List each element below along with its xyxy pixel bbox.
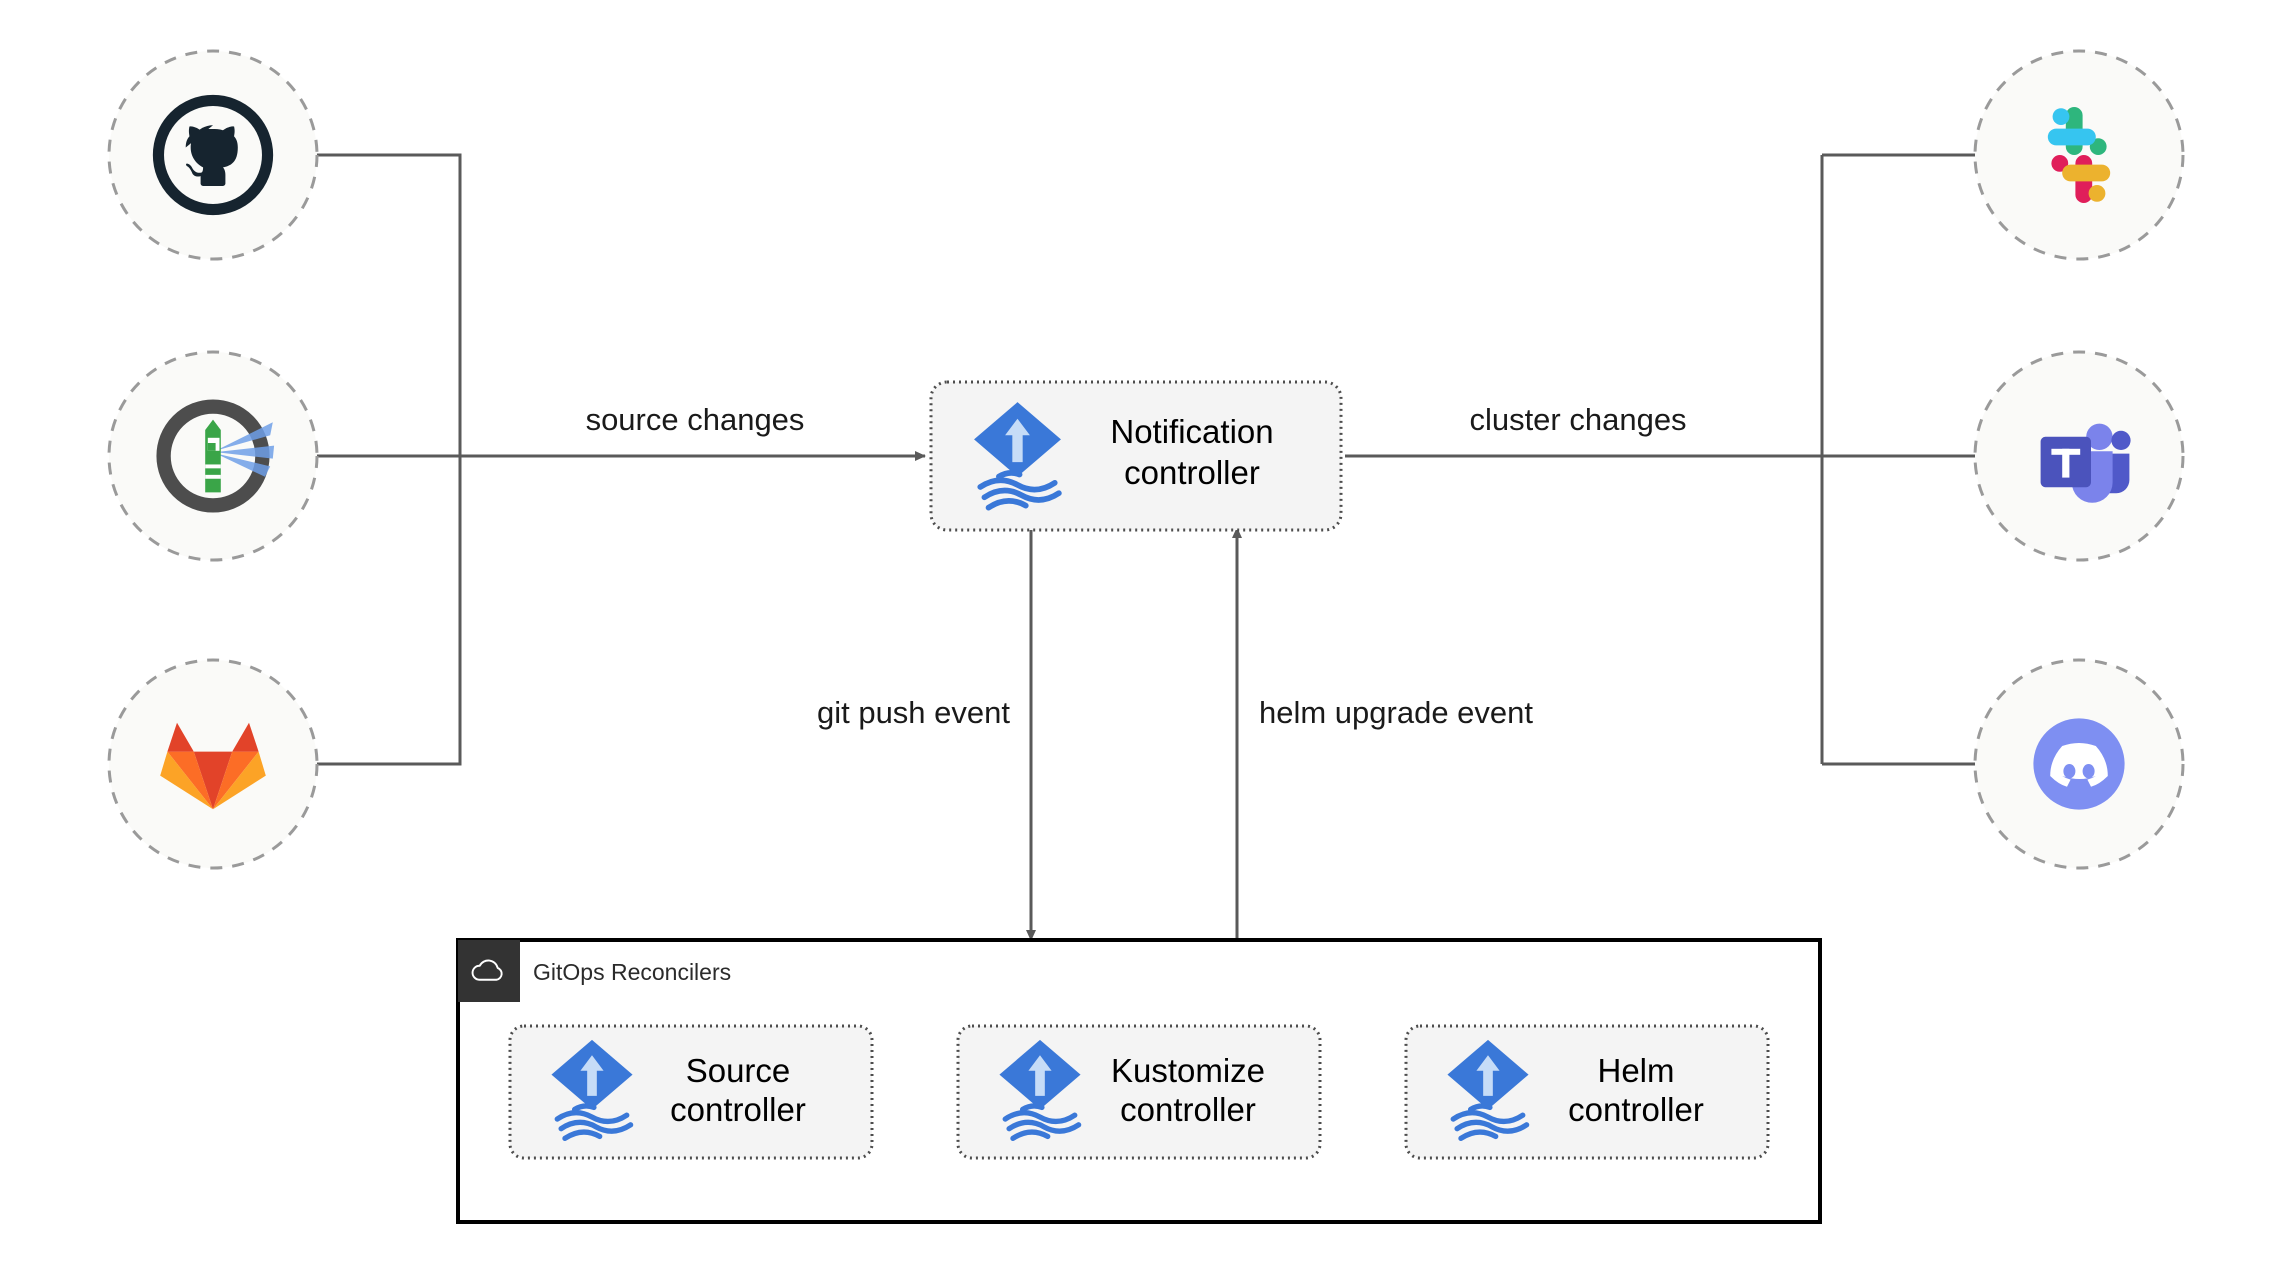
node-label-line2: controller <box>670 1091 806 1128</box>
node-source-controller[interactable]: Source controller <box>508 1024 874 1160</box>
edge-group-events <box>1026 520 1242 941</box>
edge-label-helm-upgrade-event: helm upgrade event <box>1259 695 1533 730</box>
destination-node-teams[interactable] <box>1973 350 2185 562</box>
destination-node-discord[interactable] <box>1973 658 2185 870</box>
edge-group-sources <box>213 153 926 766</box>
edge-group-destinations <box>1345 150 2001 769</box>
edge-label-source-changes: source changes <box>586 402 805 437</box>
container-title: GitOps Reconcilers <box>533 959 731 985</box>
node-notification-controller[interactable]: Notification controller <box>929 380 1343 532</box>
container-header-badge <box>458 940 520 1002</box>
destination-node-slack[interactable] <box>1973 49 2185 261</box>
edge-label-git-push-event: git push event <box>817 695 1010 730</box>
flux-lighthouse-icon <box>148 391 278 521</box>
node-label-line1: Notification <box>1110 413 1273 450</box>
node-label-line2: controller <box>1120 1091 1256 1128</box>
node-label-line2: controller <box>1568 1091 1704 1128</box>
source-node-gitlab[interactable] <box>107 658 319 870</box>
discord-icon <box>2033 718 2125 810</box>
source-node-github[interactable] <box>107 49 319 261</box>
edge-label-cluster-changes: cluster changes <box>1469 402 1686 437</box>
source-node-flux[interactable] <box>107 350 319 562</box>
node-helm-controller[interactable]: Helm controller <box>1404 1024 1770 1160</box>
node-label-line1: Kustomize <box>1111 1052 1265 1089</box>
node-label-line2: controller <box>1124 454 1260 491</box>
node-kustomize-controller[interactable]: Kustomize controller <box>956 1024 1322 1160</box>
node-label-line1: Source <box>686 1052 791 1089</box>
node-label-line1: Helm <box>1597 1052 1674 1089</box>
